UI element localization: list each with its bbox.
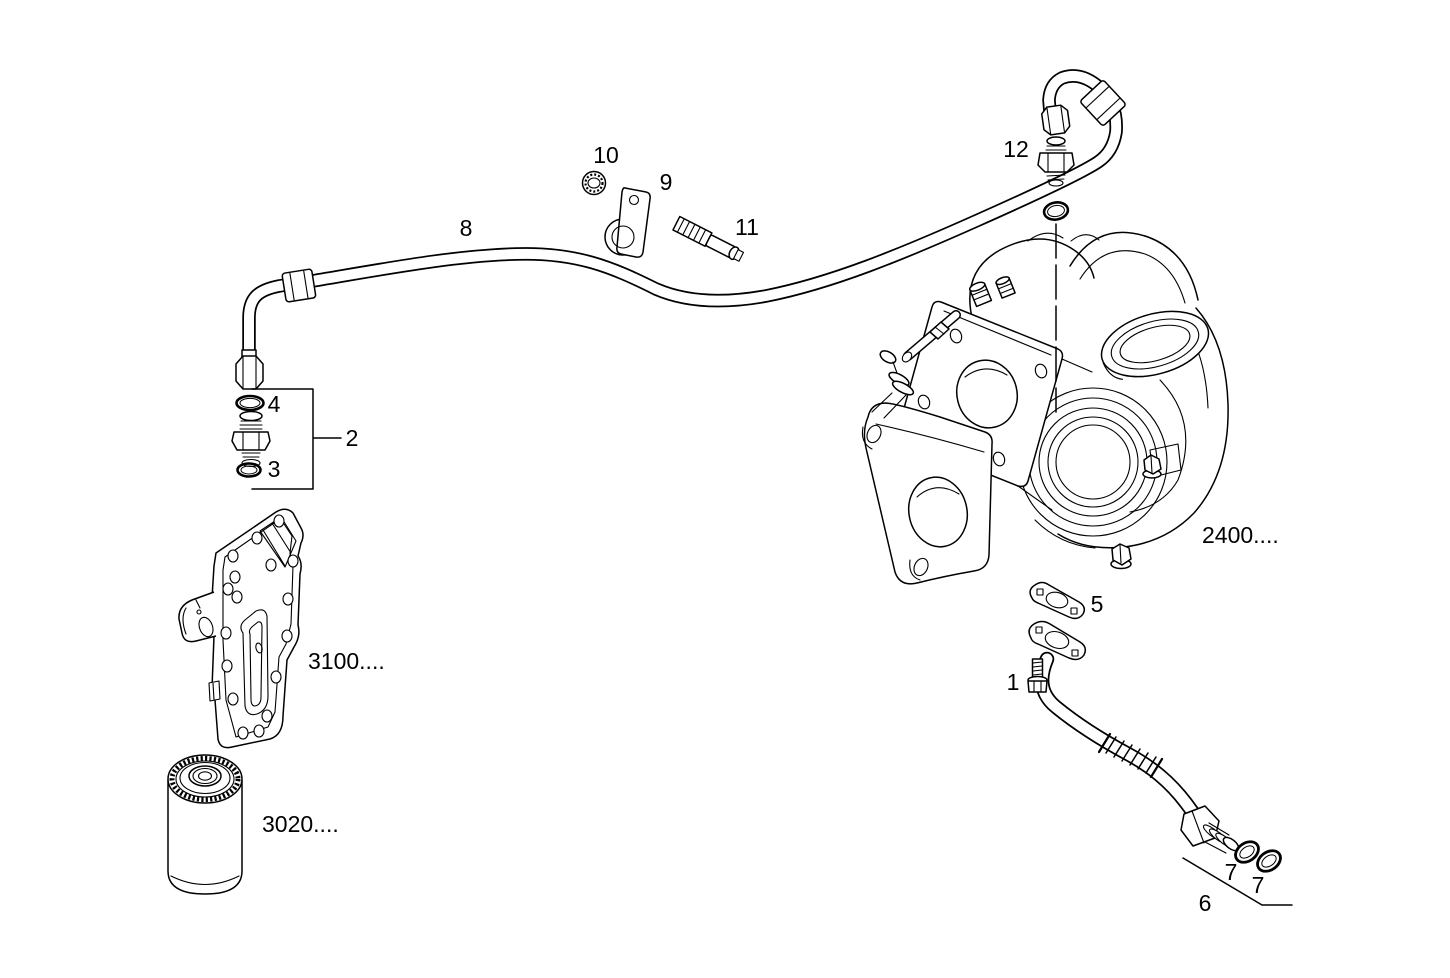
callout-4: 4 (268, 391, 281, 417)
oring-3 (236, 462, 262, 478)
turbocharger (861, 231, 1229, 585)
clamp-nut-10 (581, 170, 607, 196)
exhaust-flange (861, 402, 993, 585)
oring-7b (1256, 849, 1282, 873)
pipe-corrugation (1097, 732, 1164, 779)
pipe-ferrule-left (281, 268, 317, 303)
oring-4 (235, 394, 265, 412)
oil-filter (167, 754, 243, 895)
union-fitting-12 (1037, 136, 1075, 187)
pipe-clamp-9 (604, 187, 651, 258)
group-ref-oil-filter: 3020.... (262, 811, 339, 837)
callout-8: 8 (460, 215, 473, 241)
callout-1: 1 (1007, 669, 1020, 695)
callout-7a: 7 (1225, 859, 1238, 885)
pipe-ferrule-right (1080, 80, 1126, 126)
callout-3: 3 (268, 456, 281, 482)
callout-7b: 7 (1252, 872, 1265, 898)
drain-elbow-fitting (1180, 805, 1240, 854)
oil-supply-pipe (235, 69, 1126, 390)
bolt-1 (1027, 658, 1048, 693)
turbo-bolt-right (1142, 454, 1162, 479)
callout-labels: 8 10 9 11 12 4 2 3 5 1 7 7 6 2400.... 31… (262, 136, 1279, 916)
bracket-group-6 (1182, 857, 1293, 906)
fitting-boss-2 (995, 276, 1016, 299)
pipe-nut-left (235, 349, 264, 390)
oil-filter-housing (178, 508, 304, 749)
group-ref-turbocharger: 2400.... (1202, 522, 1279, 548)
callout-5: 5 (1091, 591, 1104, 617)
oil-inlet-fitting-boss (968, 281, 993, 308)
group-ref-oil-filter-housing: 3100.... (308, 648, 385, 674)
oring-7a (1234, 840, 1260, 864)
clamp-screw-11 (672, 215, 745, 262)
bracket-group-2 (251, 388, 342, 490)
callout-10: 10 (593, 142, 619, 168)
air-inlet-flange (1100, 310, 1210, 380)
callout-6: 6 (1199, 890, 1212, 916)
callout-11: 11 (735, 214, 759, 240)
housing-bolt-bosses (220, 514, 299, 740)
callout-9: 9 (660, 169, 673, 195)
turbo-bolt-bottom (1110, 543, 1132, 570)
pipe-nut-right (1040, 104, 1071, 136)
oring-12 (1042, 201, 1070, 221)
oil-drain-pipe (1028, 620, 1240, 854)
gasket-5 (1029, 581, 1086, 620)
turbo-side-bolt (871, 350, 915, 419)
adapter-fitting-2 (231, 410, 271, 468)
callout-12: 12 (1003, 136, 1029, 162)
turbo-stud (901, 310, 961, 363)
callout-2: 2 (346, 425, 359, 451)
